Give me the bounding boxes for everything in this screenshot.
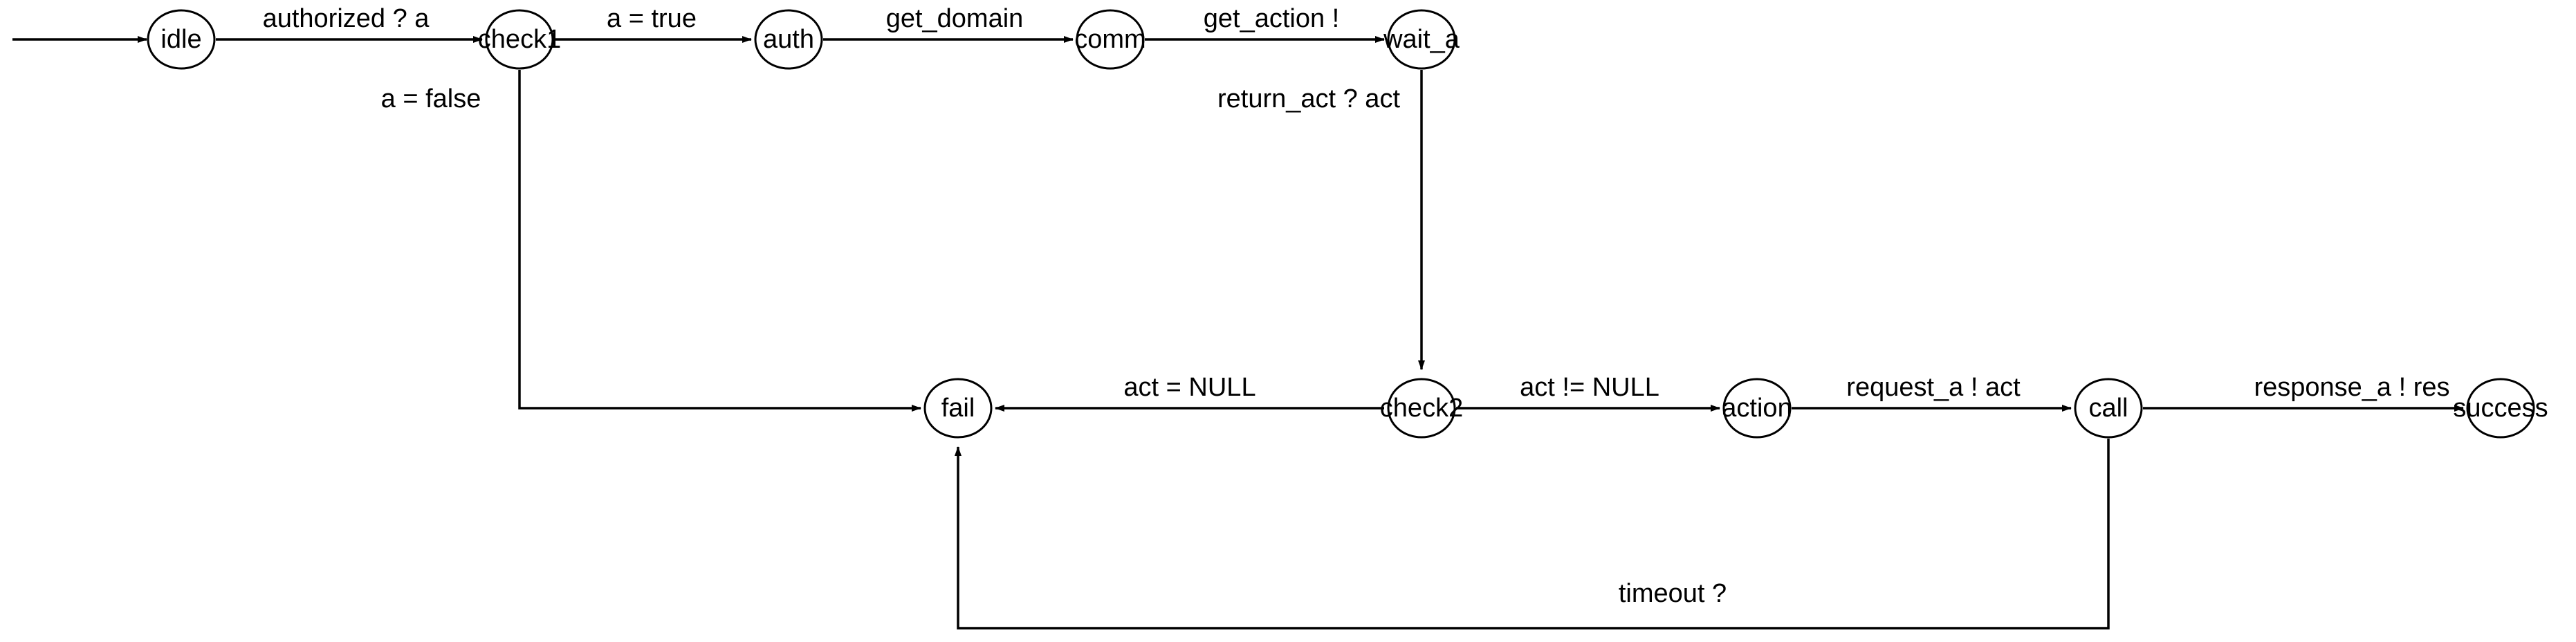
node-check2[interactable]: check2: [1380, 378, 1463, 439]
edge-comm-wait_a[interactable]: get_action !: [1145, 4, 1385, 43]
node-wait_a[interactable]: wait_a: [1383, 9, 1460, 70]
node-shape-check1: [485, 9, 554, 70]
edge-label-auth-comm: get_domain: [886, 4, 1024, 33]
edge-wait_a-check2[interactable]: return_act ? act: [1217, 70, 1425, 370]
edge-label-call-success: response_a ! res: [2254, 373, 2449, 402]
edge-check1-fail[interactable]: a = false: [381, 70, 921, 412]
node-label-check2: check2: [1380, 394, 1463, 423]
edge-label-wait_a-check2: return_act ? act: [1217, 84, 1400, 113]
node-label-call: call: [2088, 394, 2128, 423]
node-shape-comm: [1076, 9, 1145, 70]
edge-action-call[interactable]: request_a ! act: [1792, 373, 2072, 412]
node-comm[interactable]: comm: [1074, 9, 1146, 70]
node-shape-call: [2074, 378, 2143, 439]
edge-line-call-fail-timeout: [955, 439, 2110, 630]
edge-check1-auth[interactable]: a = true: [554, 4, 752, 43]
edge-call-success[interactable]: response_a ! res: [2143, 373, 2464, 412]
node-label-wait_a: wait_a: [1383, 25, 1460, 54]
node-shape-wait_a: [1387, 9, 1456, 70]
edge-label-idle-check1: authorized ? a: [263, 4, 430, 33]
edge-auth-comm[interactable]: get_domain: [823, 4, 1074, 43]
edge-label-call-fail-timeout: timeout ?: [1619, 579, 1727, 608]
node-success[interactable]: success: [2453, 378, 2548, 439]
edge-label-check1-fail: a = false: [381, 84, 481, 113]
node-label-fail: fail: [941, 394, 975, 423]
edge-label-check1-auth: a = true: [607, 4, 697, 33]
node-label-idle: idle: [160, 25, 201, 54]
node-label-comm: comm: [1074, 25, 1146, 54]
edge-check2-action[interactable]: act != NULL: [1456, 373, 1720, 412]
node-shape-action: [1722, 378, 1792, 439]
edge-label-check2-action: act != NULL: [1520, 373, 1659, 402]
node-call[interactable]: call: [2074, 378, 2143, 439]
edge-label-check2-fail: act = NULL: [1123, 373, 1255, 402]
node-auth[interactable]: auth: [754, 9, 823, 70]
node-check1[interactable]: check1: [478, 9, 561, 70]
node-label-check1: check1: [478, 25, 561, 54]
node-shape-success: [2466, 378, 2535, 439]
node-label-auth: auth: [763, 25, 814, 54]
edge-line-check1-fail: [518, 70, 921, 412]
node-shape-check2: [1387, 378, 1456, 439]
node-fail[interactable]: fail: [923, 378, 993, 439]
edge-label-comm-wait_a: get_action !: [1204, 4, 1339, 33]
edge-idle-check1[interactable]: authorized ? a: [216, 4, 483, 43]
edge-label-action-call: request_a ! act: [1846, 373, 2021, 402]
node-shape-idle: [147, 9, 216, 70]
edge-call-fail-timeout[interactable]: timeout ?: [955, 439, 2110, 630]
node-action[interactable]: action: [1722, 378, 1792, 439]
node-shape-auth: [754, 9, 823, 70]
edges-layer: authorized ? a a = true get_domain get_acti…: [216, 4, 2464, 630]
node-idle[interactable]: idle: [147, 9, 216, 70]
node-shape-fail: [923, 378, 993, 439]
node-label-success: success: [2453, 394, 2548, 423]
edge-check2-fail[interactable]: act = NULL: [995, 373, 1384, 412]
node-label-action: action: [1722, 394, 1792, 423]
